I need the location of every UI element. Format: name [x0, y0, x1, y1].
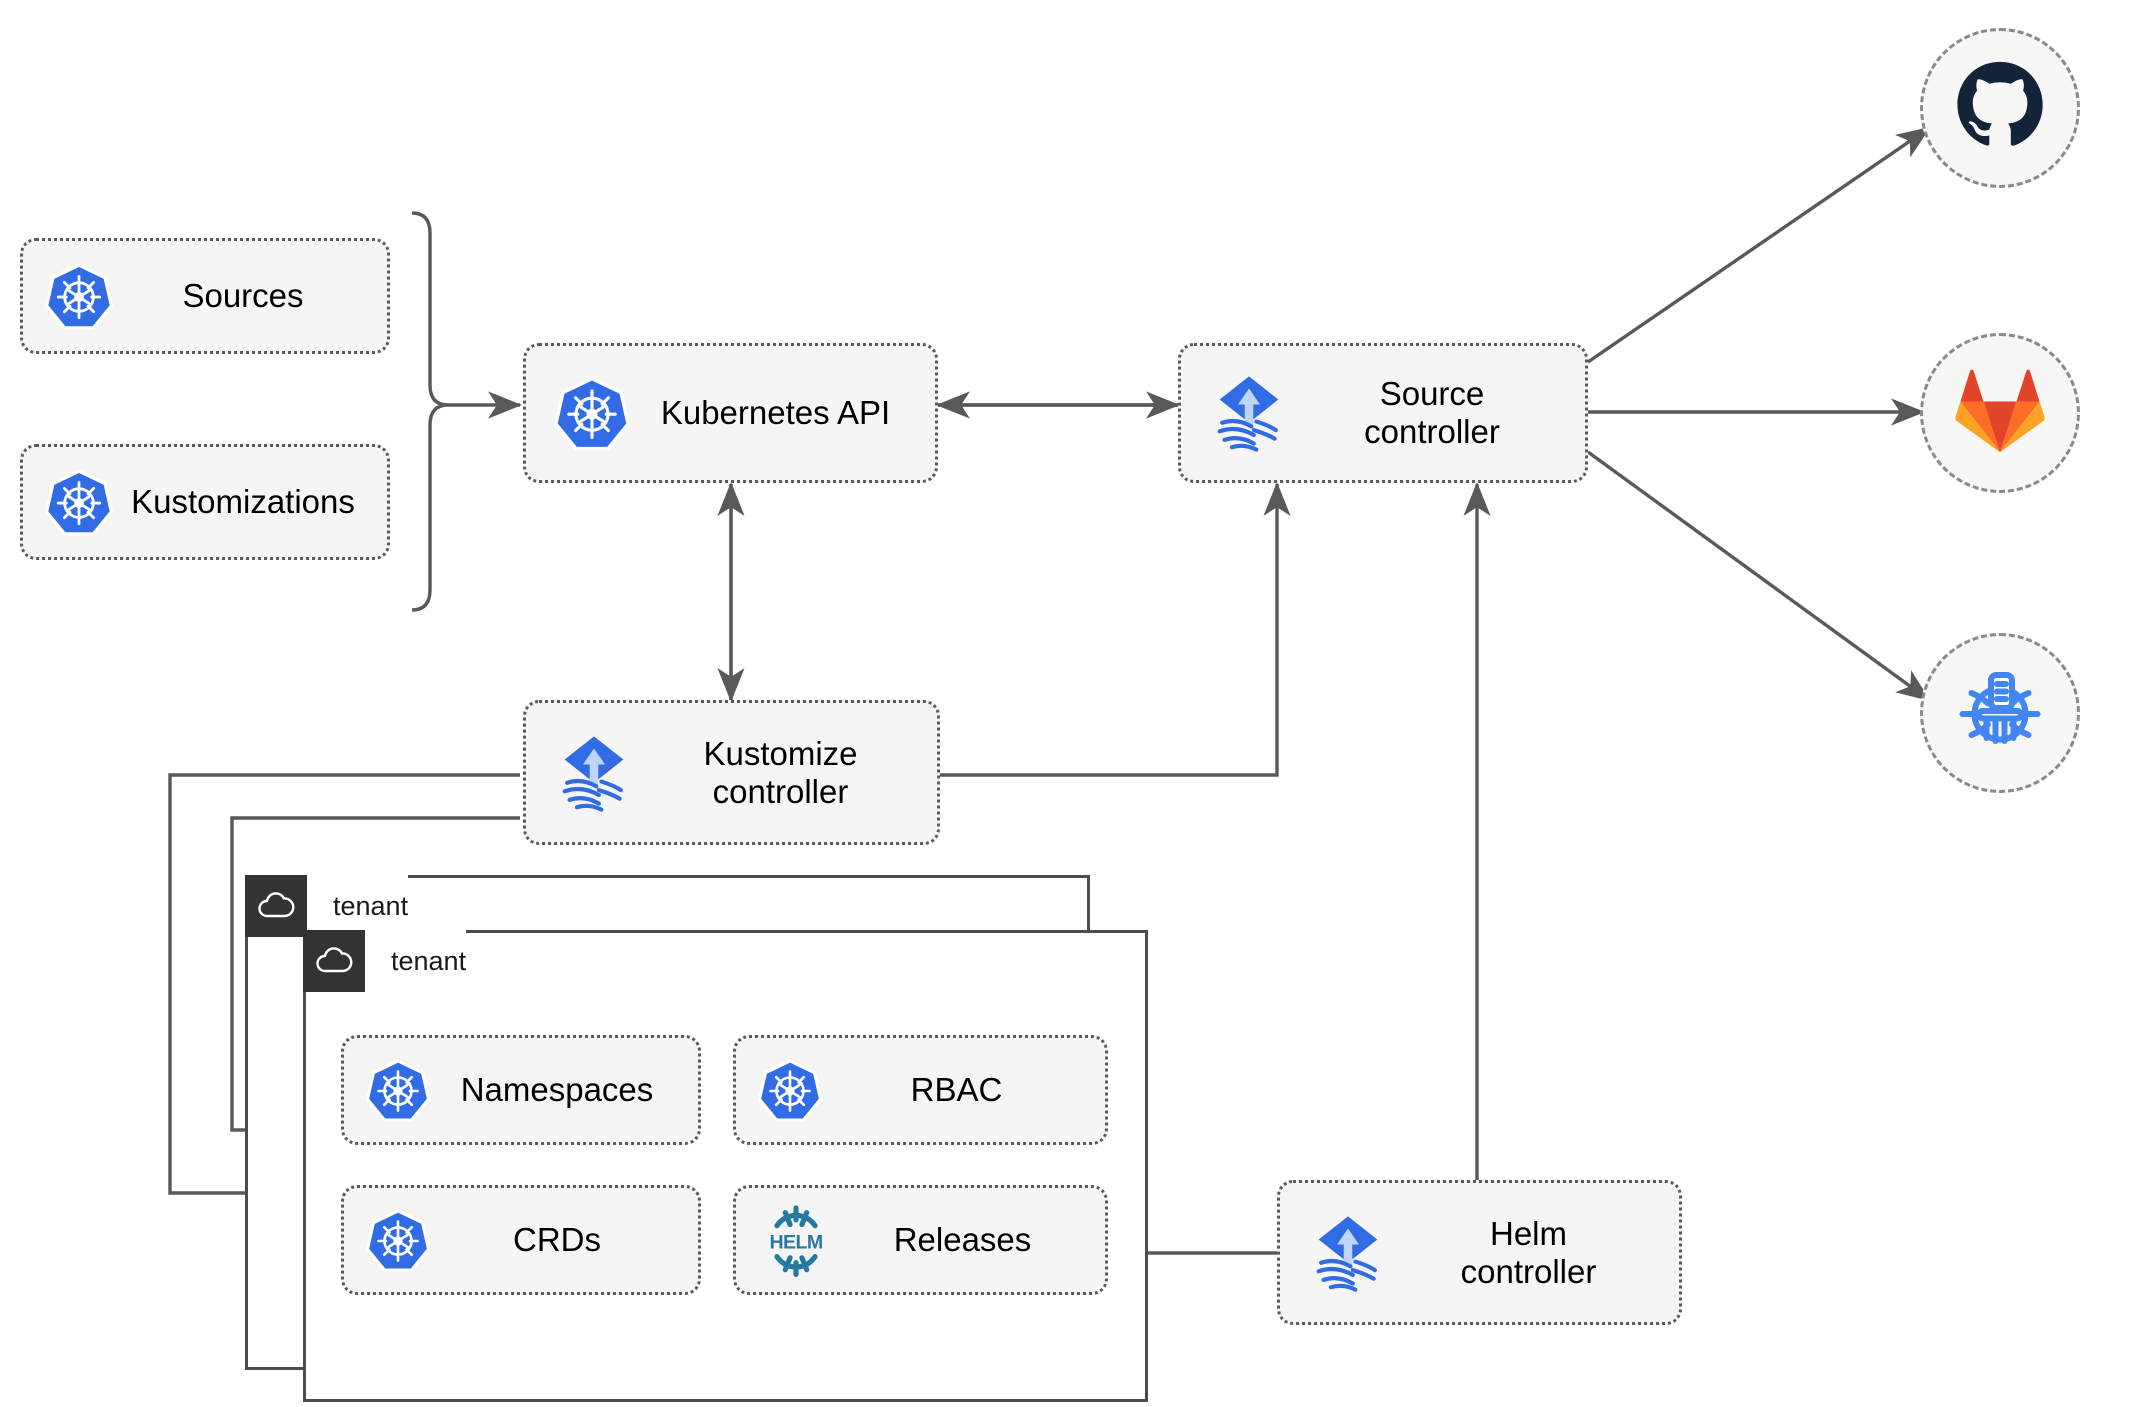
- node-namespaces[interactable]: Namespaces: [341, 1035, 701, 1145]
- provider-github[interactable]: [1920, 28, 2080, 188]
- node-releases[interactable]: HELM Releases: [733, 1185, 1108, 1295]
- node-sources[interactable]: Sources: [20, 238, 390, 354]
- node-label: Kustomizations: [131, 483, 355, 521]
- tenant-tab-front: tenant: [303, 930, 467, 992]
- cloud-icon: [303, 930, 365, 992]
- tenant-label: tenant: [333, 890, 409, 921]
- tenant-tab-back: tenant: [245, 875, 409, 937]
- node-label: Helm controller: [1460, 1214, 1597, 1290]
- kubernetes-icon: [366, 1058, 430, 1122]
- node-kustomizations[interactable]: Kustomizations: [20, 444, 390, 560]
- kubernetes-icon: [554, 375, 630, 451]
- wire-source-controller-to-bucket: [1587, 450, 1931, 702]
- wire-kustomize-controller-to-source-controller: [940, 481, 1291, 777]
- kubernetes-icon: [366, 1208, 430, 1272]
- node-label: Source controller: [1364, 375, 1500, 450]
- wire-resources-bracket: [411, 211, 449, 612]
- svg-text:HELM: HELM: [769, 1231, 822, 1253]
- flux-icon: [550, 729, 638, 817]
- node-source-controller[interactable]: Source controller: [1178, 343, 1588, 483]
- node-label: Releases: [893, 1221, 1032, 1259]
- flux-icon: [1205, 369, 1293, 457]
- provider-gitlab[interactable]: [1920, 333, 2080, 493]
- provider-helm-repository[interactable]: [1920, 633, 2080, 793]
- node-helm-controller[interactable]: Helm controller: [1277, 1180, 1682, 1325]
- node-rbac[interactable]: RBAC: [733, 1035, 1108, 1145]
- flux-icon: [1304, 1209, 1392, 1297]
- node-label: Sources: [182, 277, 304, 315]
- helm-repository-icon: [1952, 663, 2048, 764]
- github-icon: [1954, 60, 2046, 157]
- node-kustomize-controller[interactable]: Kustomize controller: [523, 700, 940, 845]
- kubernetes-icon: [45, 468, 113, 536]
- node-crds[interactable]: CRDs: [341, 1185, 701, 1295]
- node-kubernetes-api[interactable]: Kubernetes API: [523, 343, 938, 483]
- cloud-icon: [245, 875, 307, 937]
- helm-icon: HELM: [758, 1202, 834, 1278]
- gitlab-icon: [1955, 368, 2045, 459]
- node-label: RBAC: [910, 1071, 1003, 1109]
- kubernetes-icon: [758, 1058, 822, 1122]
- node-label: CRDs: [513, 1221, 601, 1259]
- node-label: Kubernetes API: [660, 394, 891, 432]
- node-label: Kustomize controller: [703, 734, 858, 810]
- wire-source-controller-to-github: [1587, 126, 1931, 364]
- kubernetes-icon: [45, 262, 113, 330]
- node-label: Namespaces: [460, 1071, 654, 1109]
- tenant-label: tenant: [391, 945, 467, 976]
- tenant-container-front[interactable]: tenant: [303, 930, 1148, 1402]
